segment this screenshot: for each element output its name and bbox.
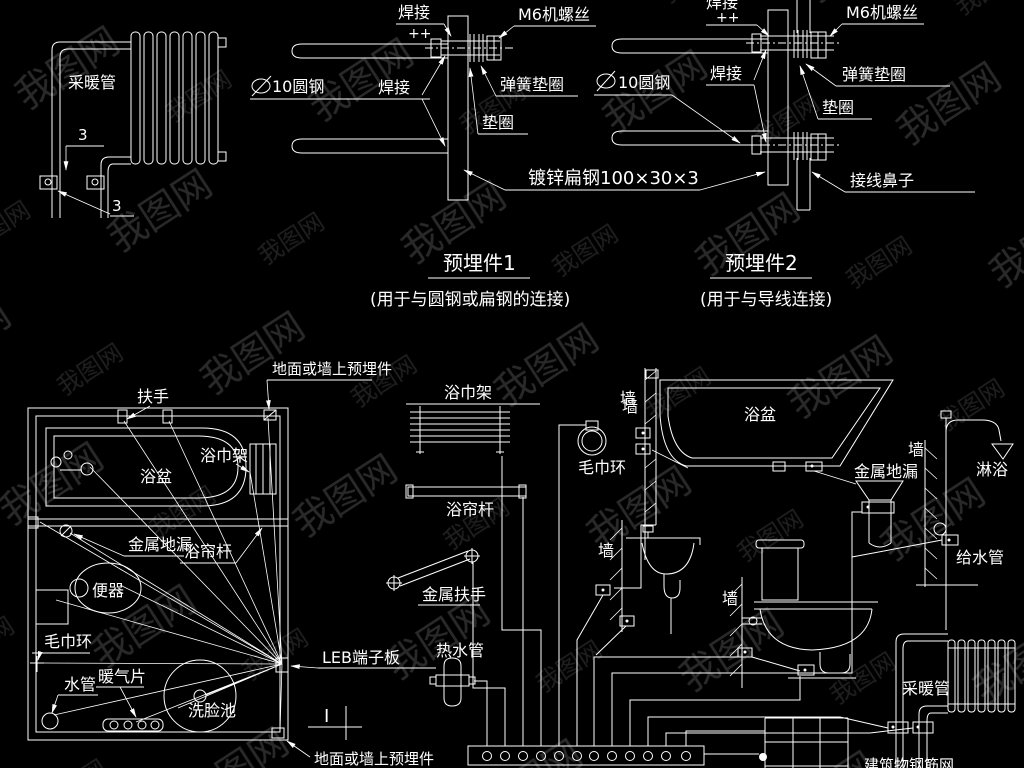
cad-drawing: 我图网 我图网 采暖管 3 3 焊接 ++ M6机螺丝 焊接 — [0, 0, 1024, 768]
watermark-overlay — [0, 0, 1024, 768]
cad-canvas: 我图网 我图网 采暖管 3 3 焊接 ++ M6机螺丝 焊接 — [0, 0, 1024, 768]
